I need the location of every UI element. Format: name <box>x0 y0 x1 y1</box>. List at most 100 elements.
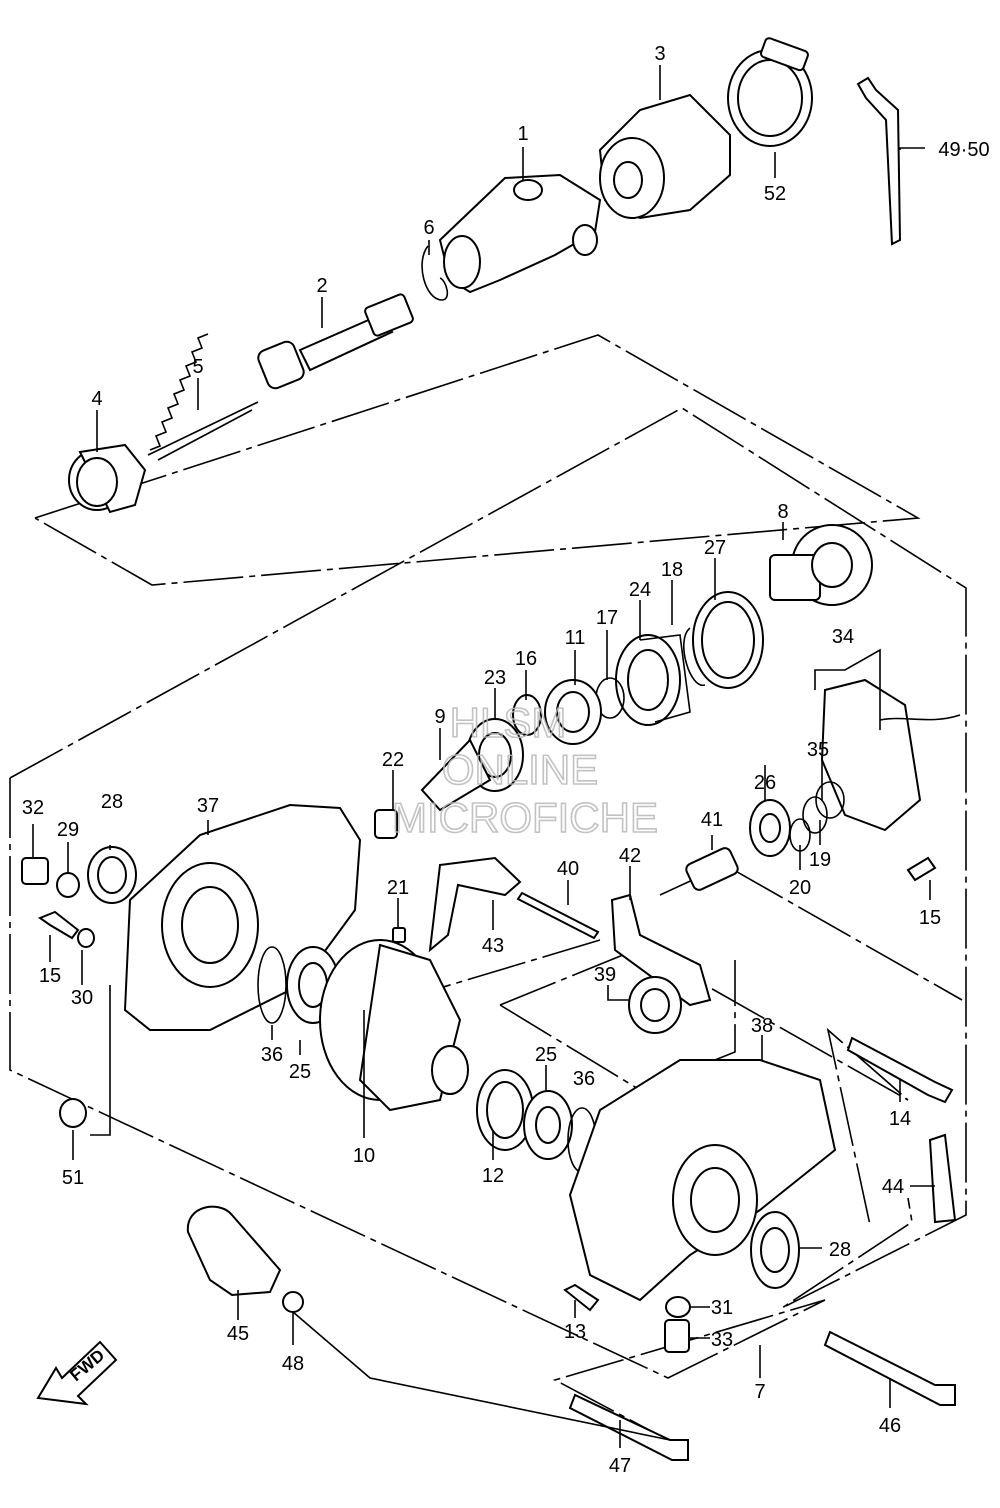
part-13-bolt <box>563 1283 600 1312</box>
part-31-washer <box>665 1296 691 1318</box>
part-27-seal <box>692 591 764 689</box>
part-52-clamp <box>727 37 813 147</box>
callout-15-right: 15 <box>919 907 941 929</box>
part-49-tie <box>856 76 902 246</box>
callout-13: 13 <box>564 1321 586 1343</box>
callout-39: 39 <box>594 964 616 986</box>
callout-34: 34 <box>832 626 854 648</box>
part-25-bearing-right <box>523 1090 573 1160</box>
part-19-ring <box>802 796 828 834</box>
callout-24: 24 <box>629 579 651 601</box>
part-46-bolt <box>823 1330 956 1406</box>
callout-25-right: 25 <box>535 1044 557 1066</box>
part-15-bolt-left <box>37 910 80 940</box>
part-45-boot <box>186 1205 282 1297</box>
callout-17: 17 <box>596 607 618 629</box>
callout-27: 27 <box>704 537 726 559</box>
callout-47: 47 <box>609 1455 631 1477</box>
part-6-clip <box>421 245 449 301</box>
part-11-bearing <box>544 679 602 745</box>
part-43-fork <box>428 856 522 953</box>
part-28-seal-right <box>750 1211 800 1289</box>
callout-5: 5 <box>192 356 203 378</box>
callout-14: 14 <box>889 1108 911 1130</box>
callout-38: 38 <box>751 1015 773 1037</box>
callout-4: 4 <box>91 388 102 410</box>
callout-3: 3 <box>654 43 665 65</box>
callout-52: 52 <box>764 183 786 205</box>
callout-21: 21 <box>387 877 409 899</box>
callout-15-left: 15 <box>39 965 61 987</box>
callout-26: 26 <box>754 772 776 794</box>
part-18-snap <box>682 627 706 686</box>
part-38-housing <box>568 1059 837 1302</box>
callout-33: 33 <box>711 1329 733 1351</box>
callout-labels: 1 2 3 4 5 6 7 8 9 10 11 12 13 14 15 15 1… <box>22 43 990 1477</box>
callout-12: 12 <box>482 1165 504 1187</box>
part-8-pinion <box>769 524 873 606</box>
part-29-washer <box>56 872 80 898</box>
part-48-clamp <box>282 1291 304 1313</box>
callout-36-left: 36 <box>261 1044 283 1066</box>
callout-32: 32 <box>22 797 44 819</box>
part-21-pin <box>392 927 406 943</box>
callout-40: 40 <box>557 858 579 880</box>
callout-29: 29 <box>57 819 79 841</box>
part-24-bearing <box>615 634 691 726</box>
callout-51: 51 <box>62 1167 84 1189</box>
part-33-plug <box>664 1319 690 1353</box>
callout-2: 2 <box>316 275 327 297</box>
part-47-bolt <box>568 1393 689 1461</box>
callout-16: 16 <box>515 648 537 670</box>
part-39-sleeve <box>628 976 682 1034</box>
group-frames <box>9 334 967 1441</box>
part-15-bolt-right <box>906 856 937 882</box>
callout-7: 7 <box>754 1381 765 1403</box>
part-28-seal-left <box>87 846 137 904</box>
callout-22: 22 <box>382 749 404 771</box>
callout-23: 23 <box>484 667 506 689</box>
watermark-line-2: ONLINE <box>442 746 598 793</box>
callout-28-left: 28 <box>101 791 123 813</box>
callout-36-right: 36 <box>573 1068 595 1090</box>
part-32-plug <box>21 857 49 885</box>
callout-31: 31 <box>711 1297 733 1319</box>
leader-lines <box>32 65 935 1448</box>
part-12-seal <box>476 1069 534 1151</box>
callout-28-right: 28 <box>829 1239 851 1261</box>
part-30-washer <box>77 928 95 948</box>
callout-43: 43 <box>482 935 504 957</box>
part-44-bracket <box>928 1133 957 1224</box>
callout-48: 48 <box>282 1353 304 1375</box>
callout-10: 10 <box>353 1145 375 1167</box>
callout-46: 46 <box>879 1415 901 1437</box>
part-26-bearing <box>749 799 791 857</box>
callout-30: 30 <box>71 987 93 1009</box>
part-22-needle <box>374 809 398 839</box>
part-4-cup <box>68 443 147 514</box>
fwd-arrow: FWD <box>36 1340 118 1406</box>
callout-19: 19 <box>809 849 831 871</box>
callout-44: 44 <box>882 1176 904 1198</box>
callout-42: 42 <box>619 845 641 867</box>
callout-37: 37 <box>197 795 219 817</box>
callout-1: 1 <box>517 123 528 145</box>
callout-49-50: 49·50 <box>938 139 989 161</box>
watermark: HLSM ONLINE MICROFICHE <box>391 698 659 842</box>
callout-6: 6 <box>423 217 434 239</box>
part-5-spring <box>147 333 259 461</box>
part-3-boot <box>598 93 731 220</box>
callout-8: 8 <box>777 501 788 523</box>
part-2-shaft <box>257 293 414 390</box>
watermark-line-1: HLSM <box>450 699 567 746</box>
part-10-differential <box>319 939 469 1112</box>
callout-41: 41 <box>701 809 723 831</box>
callout-35: 35 <box>807 739 829 761</box>
callout-9: 9 <box>434 706 445 728</box>
callout-11: 11 <box>565 627 586 649</box>
part-41-sensor <box>685 847 739 891</box>
callout-45: 45 <box>227 1323 249 1345</box>
callout-25-left: 25 <box>289 1061 311 1083</box>
part-40-rod <box>516 891 600 940</box>
